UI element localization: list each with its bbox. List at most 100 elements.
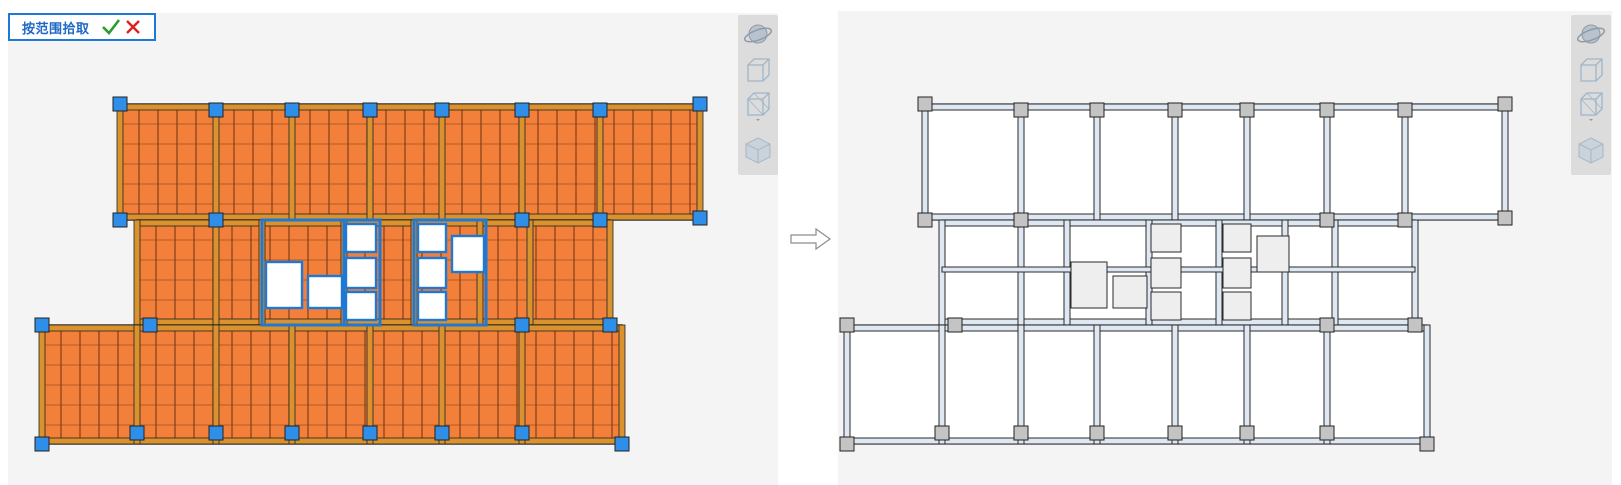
cube-solid-icon	[745, 137, 771, 164]
beam	[1243, 324, 1251, 445]
column	[1167, 425, 1183, 441]
column	[1167, 102, 1183, 118]
beam	[921, 103, 929, 221]
beam	[924, 213, 1506, 221]
cancel-button[interactable]	[122, 16, 144, 38]
view-toolbar-right	[1571, 15, 1611, 175]
section-view-button[interactable]	[740, 89, 776, 123]
core-opening	[344, 256, 378, 290]
core-opening	[1222, 257, 1252, 289]
column	[129, 425, 145, 441]
column	[1013, 102, 1029, 118]
right-arrow-icon	[790, 228, 832, 250]
column	[208, 425, 224, 441]
column	[1013, 425, 1029, 441]
core-opening	[1070, 261, 1108, 309]
beam	[1501, 103, 1509, 221]
beam	[1243, 103, 1251, 221]
column	[1239, 425, 1255, 441]
column	[602, 317, 618, 333]
column	[142, 317, 158, 333]
beam	[924, 103, 1506, 111]
column	[614, 436, 630, 452]
core-opening	[1256, 235, 1290, 273]
cube-wireframe-icon	[747, 58, 770, 82]
beam	[1017, 324, 1025, 445]
column	[1319, 102, 1335, 118]
column	[692, 210, 708, 226]
view-toolbar-left	[738, 15, 778, 175]
column	[947, 317, 963, 333]
core-opening	[1150, 291, 1182, 321]
column	[34, 436, 50, 452]
core-opening	[344, 290, 378, 322]
beam	[843, 324, 851, 445]
cube-section-icon	[747, 92, 770, 121]
column	[1407, 317, 1423, 333]
column	[514, 102, 530, 118]
close-icon	[125, 20, 140, 34]
column	[34, 317, 50, 333]
solid-view-button[interactable]	[740, 133, 776, 167]
core-opening	[416, 222, 448, 254]
column	[514, 317, 530, 333]
wireframe-view-button[interactable]	[1573, 53, 1609, 87]
column	[1239, 102, 1255, 118]
core-opening	[306, 274, 344, 310]
column	[434, 102, 450, 118]
column	[692, 96, 708, 112]
core-wall	[412, 218, 488, 327]
column	[1319, 425, 1335, 441]
column	[917, 96, 933, 112]
column	[839, 436, 855, 452]
column	[839, 317, 855, 333]
pick-by-range-bar: 按范围拾取	[8, 13, 156, 41]
cube-solid-icon	[1578, 137, 1604, 164]
core-opening	[1112, 275, 1148, 309]
slab-zone	[924, 103, 1506, 221]
beam	[846, 324, 1428, 332]
column	[112, 212, 128, 228]
core-wall	[342, 218, 382, 327]
cube-wireframe-icon	[1580, 58, 1603, 82]
core-opening	[450, 234, 486, 274]
column	[1013, 212, 1029, 228]
column	[362, 425, 378, 441]
column	[592, 212, 608, 228]
section-view-button[interactable]	[1573, 89, 1609, 123]
beam	[1017, 103, 1025, 221]
core-opening	[416, 256, 448, 290]
orbit-icon	[1576, 24, 1606, 44]
orbit-button[interactable]	[1573, 17, 1609, 51]
pick-by-range-label: 按范围拾取	[22, 21, 90, 37]
beam	[1423, 324, 1431, 445]
column	[284, 102, 300, 118]
solid-view-button[interactable]	[1573, 133, 1609, 167]
column	[1497, 210, 1513, 226]
cube-section-icon	[1580, 92, 1603, 121]
core-opening	[1150, 257, 1182, 289]
confirm-button[interactable]	[100, 16, 122, 38]
wireframe-view-button[interactable]	[740, 53, 776, 87]
column	[434, 425, 450, 441]
column	[514, 212, 530, 228]
column	[1089, 102, 1105, 118]
core-opening	[1222, 223, 1252, 253]
beam	[1401, 103, 1409, 221]
core-opening	[344, 222, 378, 254]
check-icon	[101, 19, 120, 35]
column	[362, 102, 378, 118]
column	[1397, 102, 1413, 118]
column	[514, 425, 530, 441]
column	[934, 425, 950, 441]
beam	[212, 324, 220, 445]
column	[1319, 317, 1335, 333]
column	[208, 102, 224, 118]
beam	[1171, 324, 1179, 445]
beam	[1093, 103, 1101, 221]
orbit-button[interactable]	[740, 17, 776, 51]
beam	[938, 324, 946, 445]
column	[917, 212, 933, 228]
